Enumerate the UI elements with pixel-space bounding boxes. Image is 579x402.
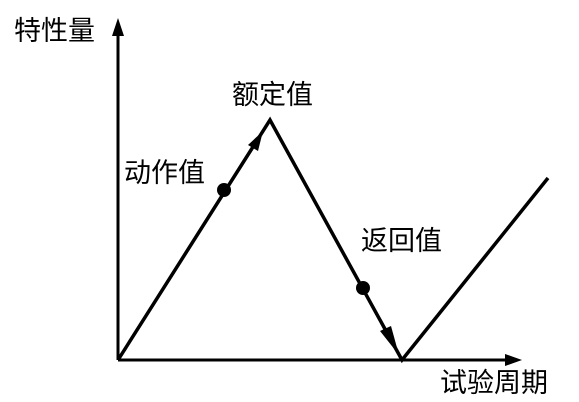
pickup-point [217,183,231,197]
axes [112,18,522,366]
dropout-point [356,281,370,295]
pickup-value-label: 动作值 [124,158,205,189]
y-axis-label: 特性量 [14,16,95,47]
rising-direction-arrow [248,131,263,151]
y-axis-arrowhead [112,18,124,36]
x-axis-label: 试验周期 [440,368,548,399]
text-labels: 特性量 试验周期 动作值 额定值 返回值 [14,16,548,399]
falling-direction-arrow [380,326,399,355]
rated-value-label: 额定值 [232,80,313,111]
characteristic-polyline [116,116,550,364]
x-axis-arrowhead [505,354,522,366]
dropout-value-label: 返回值 [361,226,442,257]
test-curve [116,116,550,364]
